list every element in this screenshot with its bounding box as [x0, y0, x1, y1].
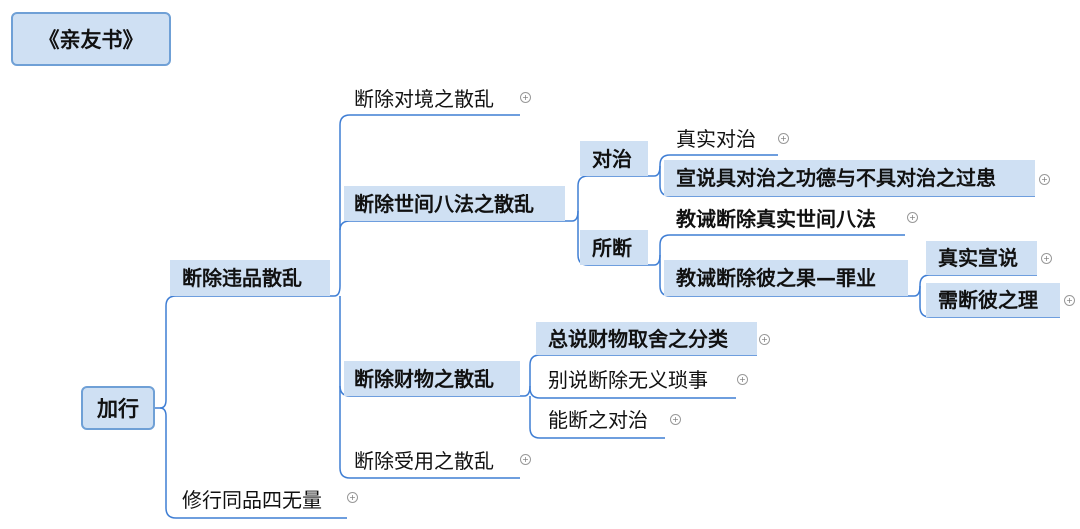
- expand-icon[interactable]: +: [759, 334, 770, 345]
- node-l3e[interactable]: 能断之对治: [548, 408, 648, 432]
- node-box-l2b: [344, 186, 565, 221]
- root-node[interactable]: 加行: [81, 386, 155, 430]
- node-box-l3a: [580, 141, 648, 176]
- node-l2c[interactable]: 断除财物之散乱: [354, 367, 494, 391]
- node-l3d[interactable]: 别说断除无义琐事: [548, 368, 708, 392]
- diagram-title[interactable]: 《亲友书》: [11, 12, 171, 66]
- node-l2b[interactable]: 断除世间八法之散乱: [354, 192, 534, 216]
- expand-icon[interactable]: +: [778, 133, 789, 144]
- expand-icon[interactable]: +: [1064, 295, 1075, 306]
- node-box-l2c: [344, 361, 520, 396]
- node-l5b[interactable]: 需断彼之理: [938, 288, 1038, 312]
- root-text: 加行: [97, 397, 139, 421]
- expand-icon[interactable]: +: [1039, 174, 1050, 185]
- expand-icon[interactable]: +: [907, 212, 918, 223]
- node-l2d[interactable]: 断除受用之散乱: [354, 449, 494, 473]
- node-l4a[interactable]: 真实对治: [676, 127, 756, 151]
- expand-icon[interactable]: +: [1041, 253, 1052, 264]
- node-l2a[interactable]: 断除对境之散乱: [354, 87, 494, 111]
- node-box-l1a: [170, 260, 330, 296]
- node-l3a[interactable]: 对治: [592, 147, 632, 171]
- expand-icon[interactable]: +: [347, 492, 358, 503]
- node-box-l5a: [926, 241, 1037, 275]
- expand-icon[interactable]: +: [520, 454, 531, 465]
- expand-icon[interactable]: +: [520, 92, 531, 103]
- node-box-l3c: [536, 322, 757, 355]
- node-l1b[interactable]: 修行同品四无量: [182, 488, 322, 512]
- expand-icon[interactable]: +: [670, 414, 681, 425]
- node-l1a[interactable]: 断除违品散乱: [182, 266, 302, 290]
- expand-icon[interactable]: +: [737, 374, 748, 385]
- node-box-l5b: [926, 283, 1060, 317]
- node-box-l3b: [580, 230, 648, 265]
- node-box-l4d: [664, 260, 908, 296]
- node-l4d[interactable]: 教诫断除彼之果—罪业: [676, 266, 876, 290]
- node-box-l4b: [664, 160, 1035, 196]
- title-text: 《亲友书》: [38, 28, 144, 52]
- node-l5a[interactable]: 真实宣说: [938, 246, 1018, 270]
- node-l4b[interactable]: 宣说具对治之功德与不具对治之过患: [676, 166, 996, 190]
- node-l3c[interactable]: 总说财物取舍之分类: [548, 327, 728, 351]
- node-l3b[interactable]: 所断: [592, 236, 632, 260]
- node-l4c[interactable]: 教诫断除真实世间八法: [676, 207, 876, 231]
